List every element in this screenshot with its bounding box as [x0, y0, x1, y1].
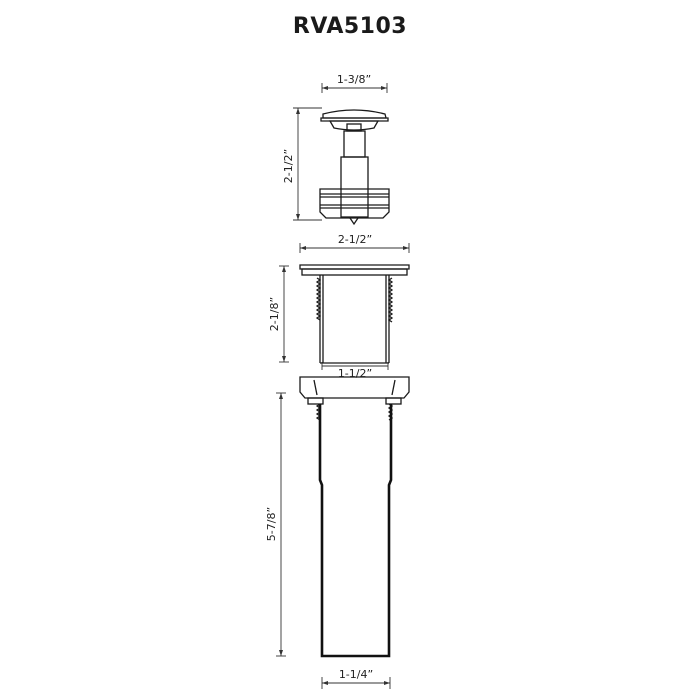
dimension-tailpiece-height: 5-7/8”: [265, 392, 286, 657]
diagram-title: RVA5103: [292, 14, 408, 39]
tailpiece: 5-7/8” 1-1/4”: [265, 376, 410, 689]
flange-width-label: 2-1/2”: [338, 233, 372, 246]
drain-flange-body: 2-1/2” 2-1/8” 1-1/2”: [268, 233, 410, 380]
dimension-flange-width: 2-1/2”: [299, 233, 410, 253]
tailpiece-height-label: 5-7/8”: [265, 507, 278, 541]
dimension-stopper-width: 1-3/8”: [321, 73, 388, 93]
dimension-flange-height: 2-1/8”: [268, 265, 289, 363]
stopper-height-label: 2-1/2”: [282, 149, 295, 183]
stopper-width-label: 1-3/8”: [337, 73, 371, 86]
dimension-tailpiece-bottom-width: 1-1/4”: [321, 668, 391, 689]
flange-height-label: 2-1/8”: [268, 297, 281, 331]
pop-up-stopper: 1-3/8” 2-1/2”: [282, 73, 390, 226]
tailpiece-bottom-width-label: 1-1/4”: [339, 668, 373, 681]
dimension-stopper-height: 2-1/2”: [282, 107, 322, 221]
flange-bottom-width-label: 1-1/2”: [338, 367, 372, 380]
